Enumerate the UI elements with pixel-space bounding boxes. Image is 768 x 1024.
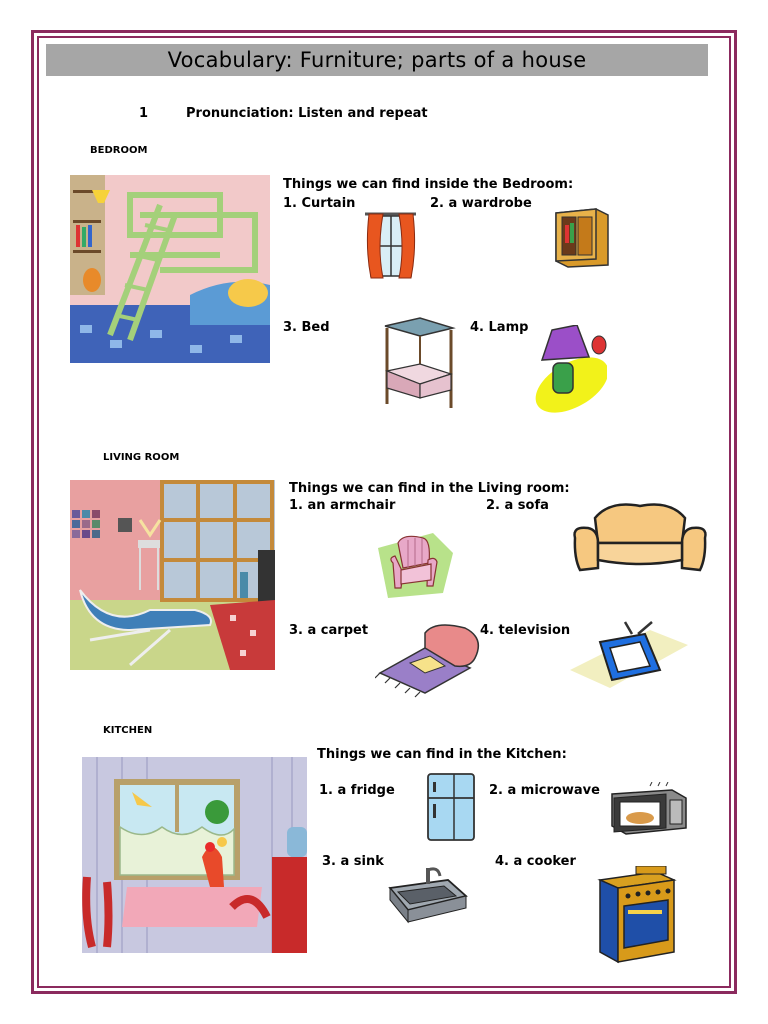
- exercise-number: 1: [139, 106, 149, 121]
- sink-image: [388, 866, 468, 924]
- television-image: [570, 620, 688, 688]
- page-title: Vocabulary: Furniture; parts of a house: [167, 48, 587, 72]
- living-room-item-television: 4. television: [480, 623, 571, 638]
- carpet-image: [375, 618, 487, 700]
- kitchen-heading: Things we can find in the Kitchen:: [317, 747, 567, 762]
- bedroom-label: BEDROOM: [90, 145, 148, 156]
- sofa-image: [570, 498, 710, 580]
- curtain-image: [363, 208, 418, 280]
- bedroom-item-curtain: 1. Curtain: [283, 196, 356, 211]
- armchair-image: [373, 528, 458, 600]
- kitchen-item-cooker: 4. a cooker: [495, 854, 576, 869]
- lamp-image: [527, 325, 607, 413]
- fridge-image: [424, 772, 479, 842]
- living-room-heading: Things we can find in the Living room:: [289, 481, 570, 496]
- bed-image: [375, 316, 460, 416]
- title-bar: Vocabulary: Furniture; parts of a house: [46, 44, 708, 76]
- wardrobe-image: [548, 205, 613, 268]
- kitchen-scene-image: [82, 757, 307, 953]
- kitchen-label: KITCHEN: [103, 725, 153, 736]
- kitchen-item-fridge: 1. a fridge: [319, 783, 395, 798]
- cooker-image: [596, 866, 678, 966]
- living-room-scene-image: [70, 480, 275, 670]
- bedroom-item-wardrobe: 2. a wardrobe: [430, 196, 532, 211]
- living-room-item-sofa: 2. a sofa: [486, 498, 549, 513]
- kitchen-item-microwave: 2. a microwave: [489, 783, 600, 798]
- kitchen-item-sink: 3. a sink: [322, 854, 384, 869]
- bedroom-scene-image: [70, 175, 270, 363]
- outer-border: [31, 30, 737, 994]
- microwave-image: [610, 782, 688, 837]
- bedroom-item-lamp: 4. Lamp: [470, 320, 529, 335]
- bedroom-heading: Things we can find inside the Bedroom:: [283, 177, 574, 192]
- living-room-label: LIVING ROOM: [103, 452, 180, 463]
- living-room-item-armchair: 1. an armchair: [289, 498, 396, 513]
- bedroom-item-bed: 3. Bed: [283, 320, 330, 335]
- exercise-instruction: Pronunciation: Listen and repeat: [186, 106, 428, 121]
- living-room-item-carpet: 3. a carpet: [289, 623, 369, 638]
- inner-border: [37, 36, 731, 988]
